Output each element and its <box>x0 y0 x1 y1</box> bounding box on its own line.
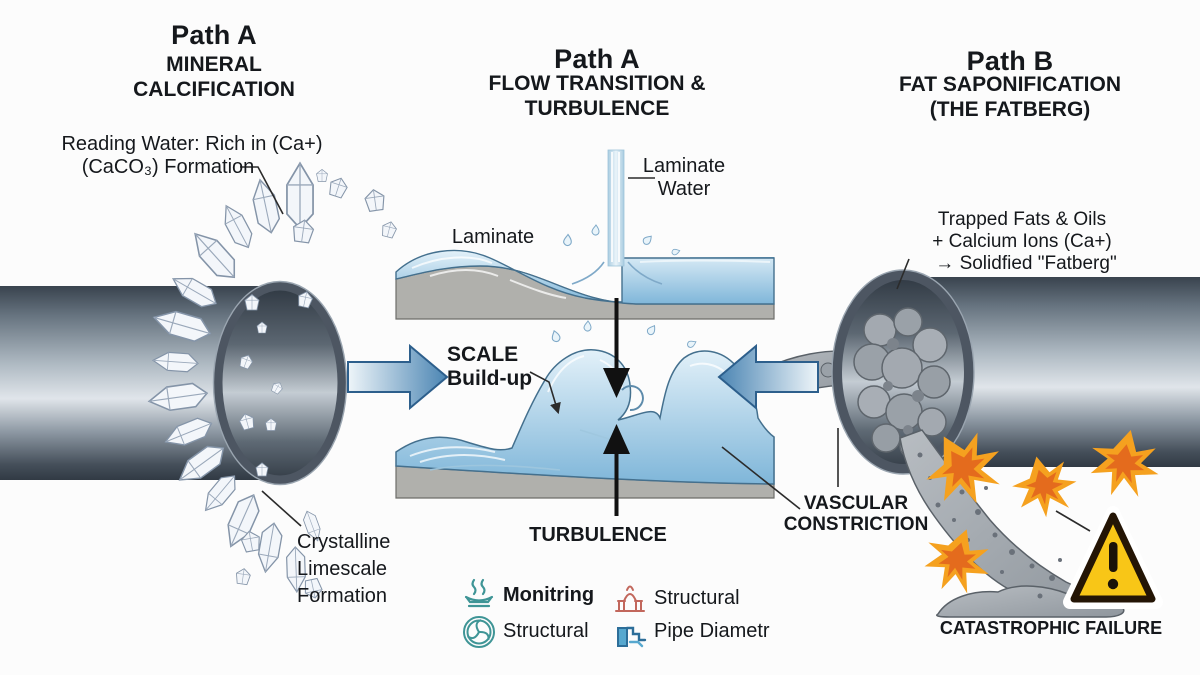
leader-lines <box>240 166 1091 532</box>
reading-water-label-2: (CaCO₃) Formation <box>81 156 255 178</box>
laminate-label: Laminate <box>451 226 535 248</box>
turbulence-arrows <box>603 298 630 516</box>
crystalline-label-3: Formation <box>297 585 388 607</box>
path-b-sub1: FAT SAPONIFICATION <box>898 73 1122 96</box>
scale-buildup-label-1: SCALE <box>447 343 519 366</box>
path-b-title: Path B <box>966 46 1054 76</box>
catastrophic-failure-label: CATASTROPHIC FAILURE <box>939 618 1163 638</box>
turbulence-label: TURBULENCE <box>529 524 667 546</box>
flow-arrow-left-icon <box>717 343 819 411</box>
laminate-water-label-1: Laminate <box>642 155 726 177</box>
laminate-water-label-2: Water <box>657 178 711 200</box>
laminar-stream <box>539 149 717 426</box>
crystalline-label-1: Crystalline <box>297 531 391 553</box>
path-a-left-title: Path A <box>171 20 257 50</box>
legend-monitoring-label: Monitring <box>503 584 595 606</box>
trapped-fats-label-3: → Solidfied "Fatberg" <box>935 253 1117 274</box>
vascular-label-1: VASCULAR <box>803 493 909 514</box>
scale-buildup-label-2: Build-up <box>447 367 533 390</box>
vascular-label-2: CONSTRICTION <box>783 514 929 535</box>
path-a-left-sub1: MINERAL <box>166 53 262 76</box>
legend-pipe-diameter-label: Pipe Diametr <box>654 620 770 642</box>
right-pipe <box>831 269 1200 475</box>
path-a-center-title: Path A <box>554 44 640 74</box>
turbine-icon <box>463 616 495 648</box>
path-a-left-sub2: CALCIFICATION <box>133 78 295 101</box>
warning-triangle-icon <box>1063 506 1163 609</box>
pipe-elbow-icon <box>617 626 647 648</box>
trapped-fats-label-1: Trapped Fats & Oils <box>937 209 1107 230</box>
legend-structural-1-label: Structural <box>654 587 740 609</box>
flow-arrow-right-icon <box>347 343 449 411</box>
steam-dish-icon <box>464 578 494 608</box>
legend-structural-2-label: Structural <box>503 620 589 642</box>
reading-water-label-1: Reading Water: Rich in (Ca+) <box>61 133 323 155</box>
arch-structure-icon <box>615 585 645 612</box>
path-a-center-sub1: FLOW TRANSITION & <box>488 72 706 95</box>
top-channel <box>395 249 775 320</box>
trapped-fats-label-2: + Calcium Ions (Ca+) <box>932 231 1112 252</box>
path-b-sub2: (THE FATBERG) <box>929 98 1091 121</box>
crystalline-label-2: Limescale <box>297 558 388 580</box>
path-a-center-sub2: TURBULENCE <box>524 97 670 120</box>
